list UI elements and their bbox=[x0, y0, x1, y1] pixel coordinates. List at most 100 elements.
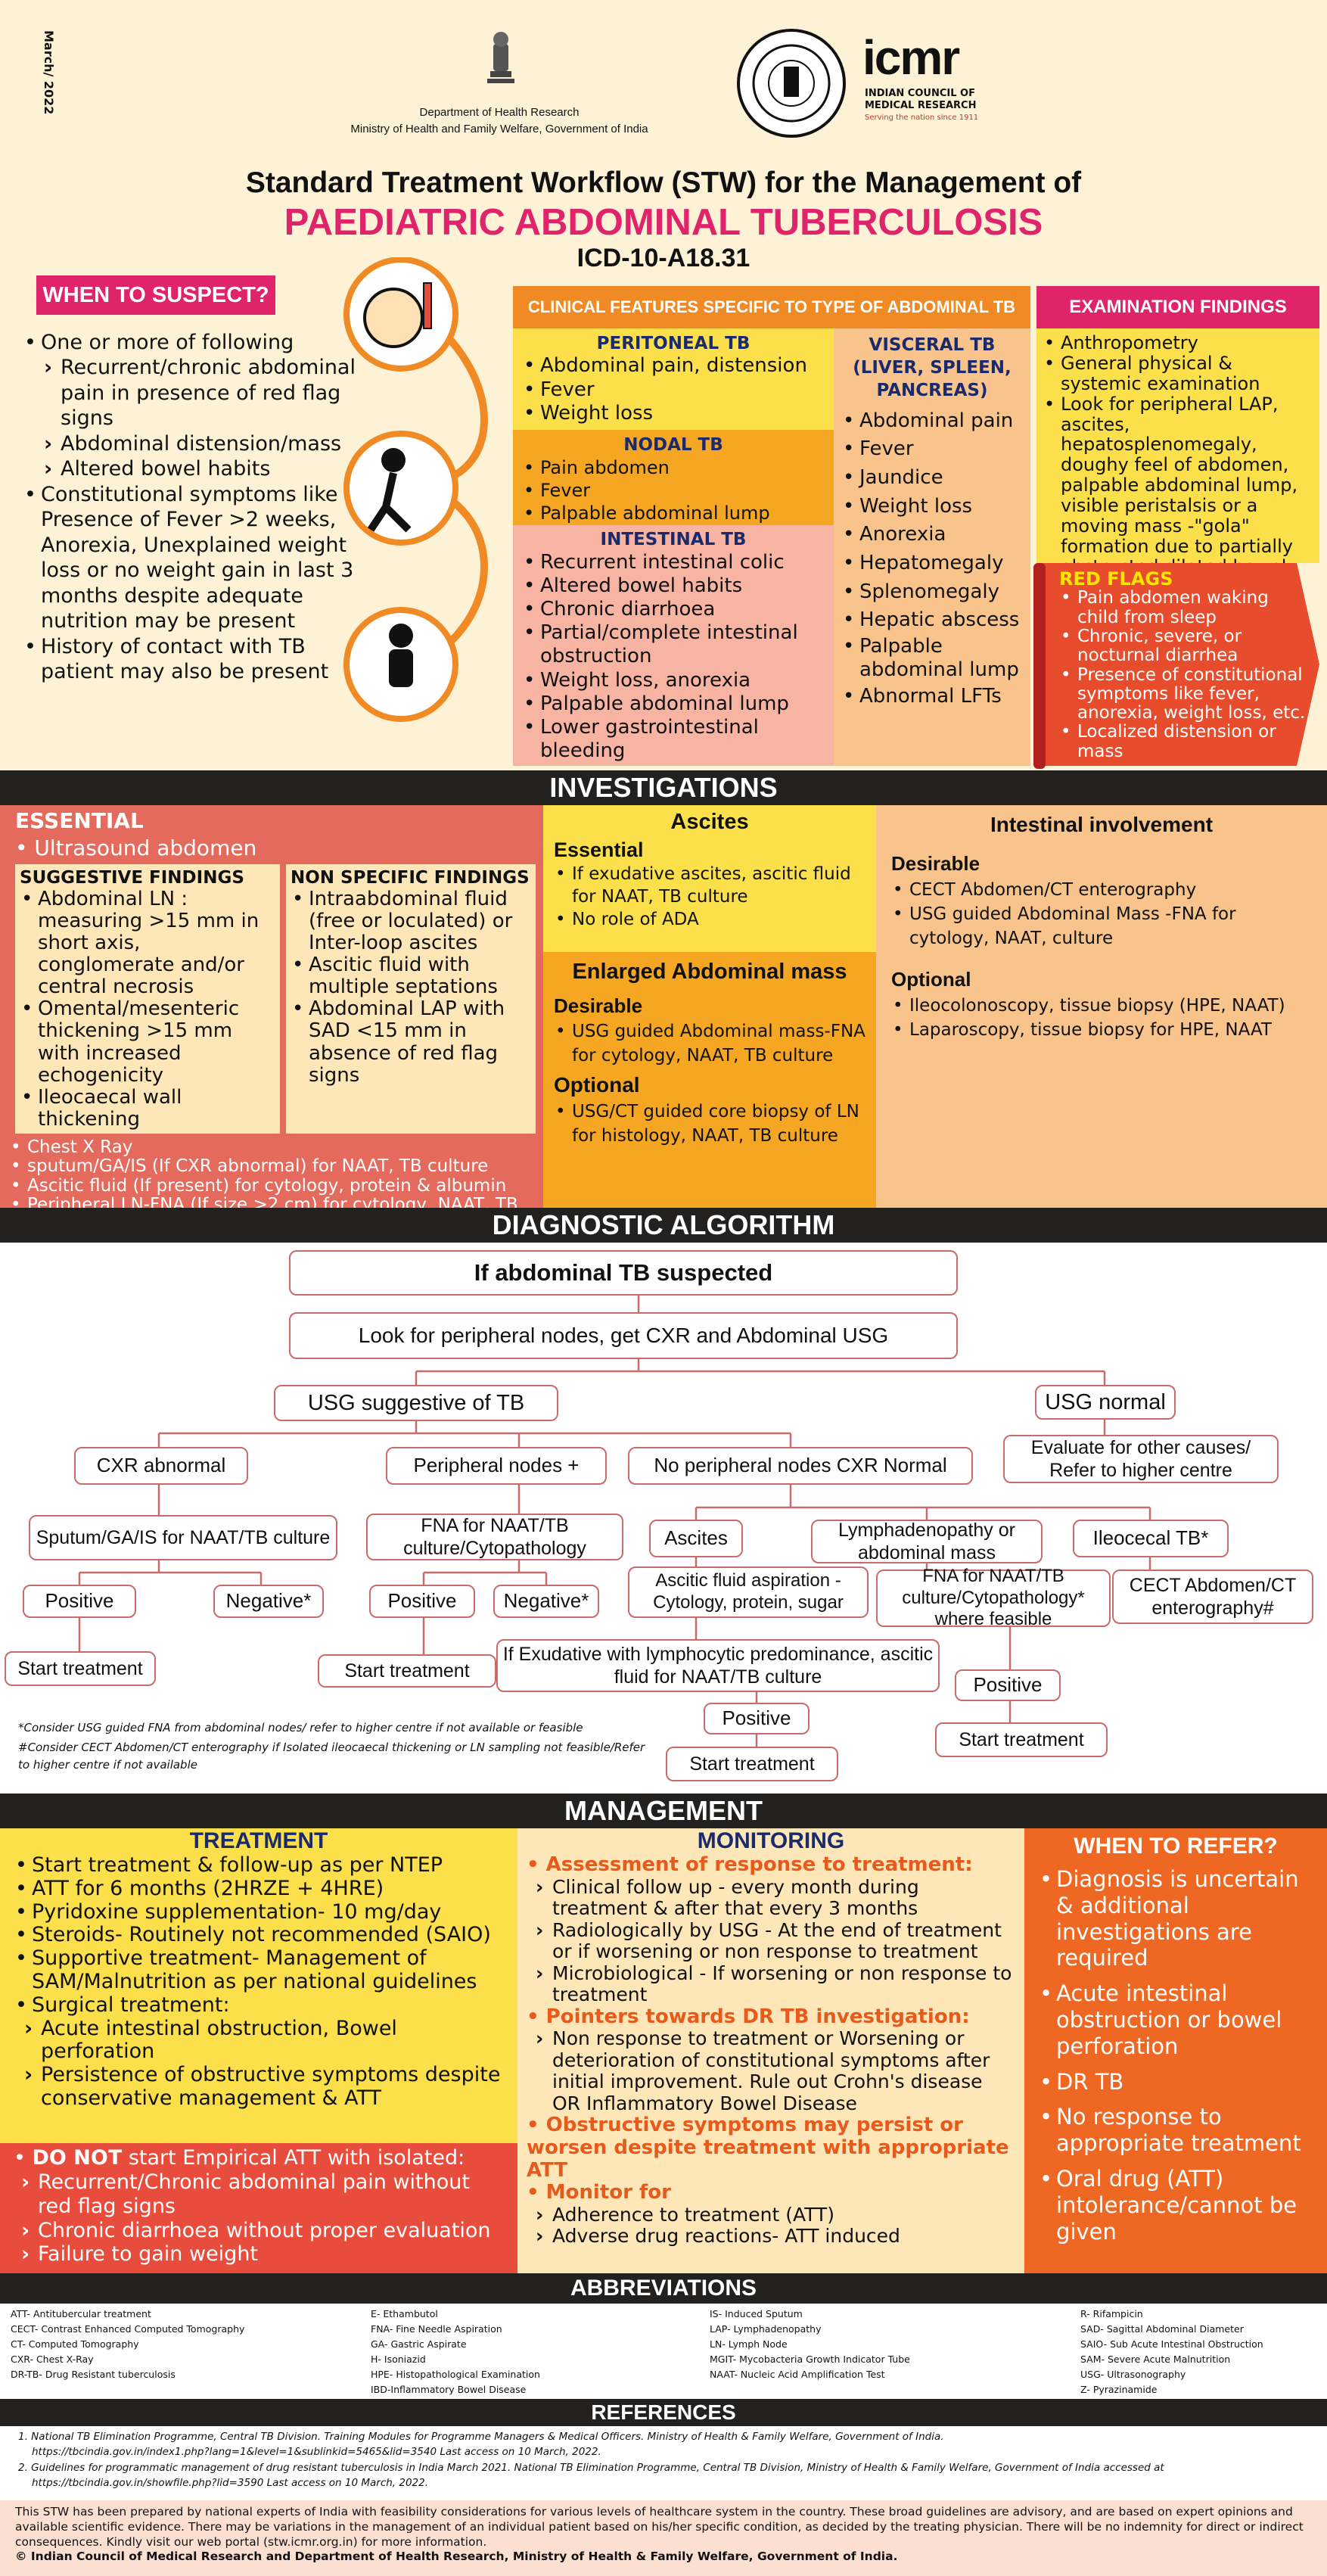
clinical-heading: CLINICAL FEATURES SPECIFIC TO TYPE OF AB… bbox=[513, 286, 1030, 328]
redflag-item: Localized distension or mass bbox=[1059, 723, 1312, 761]
treatment-item: Surgical treatment: bbox=[14, 1993, 504, 2018]
investigation-item: Chest X Ray bbox=[9, 1137, 539, 1157]
treatment-item: ATT for 6 months (2HRZE + 4HRE) bbox=[14, 1877, 504, 1901]
suspect-item: One or more of following bbox=[23, 330, 356, 356]
monitoring-h3-text: Obstructive symptoms may persist or wors… bbox=[527, 2114, 1009, 2182]
visceral-item: Anorexia bbox=[841, 521, 1023, 549]
monitoring-h2-text: Pointers towards DR TB investigation: bbox=[545, 2005, 970, 2028]
intestinal-panel: Intestinal involvement Desirable CECT Ab… bbox=[876, 805, 1327, 1208]
algo-step-positive-4: Positive bbox=[955, 1669, 1061, 1701]
algo-step-cect: CECT Abdomen/CT enterography# bbox=[1112, 1570, 1313, 1624]
abbr-col-3: IS- Induced Sputum LAP- Lymphadenopathy … bbox=[710, 2307, 910, 2382]
algo-step-evaluate: Evaluate for other causes/ Refer to high… bbox=[1003, 1435, 1279, 1483]
emblem-icon bbox=[486, 29, 516, 88]
intestinal-item: Recurrent intestinal colic bbox=[522, 551, 825, 574]
monitoring-h4: • Monitor for bbox=[527, 2181, 671, 2204]
algo-step-negative-2: Negative* bbox=[493, 1585, 599, 1618]
visceral-item: Weight loss bbox=[841, 493, 1023, 521]
donot-item: Recurrent/Chronic abdominal pain without… bbox=[18, 2170, 504, 2219]
nonspecific-item: Intraabdominal fluid (free or loculated)… bbox=[291, 888, 531, 954]
footer-disclaimer: This STW has been prepared by national e… bbox=[15, 2505, 1304, 2549]
abbr-col-4: R- Rifampicin SAD- Sagittal Abdominal Di… bbox=[1080, 2307, 1263, 2397]
treatment-item: Start treatment & follow-up as per NTEP bbox=[14, 1853, 504, 1878]
suspect-subitem: Altered bowel habits bbox=[41, 456, 356, 482]
title-line2: PAEDIATRIC ABDOMINAL TUBERCULOSIS bbox=[284, 202, 1043, 243]
reference-1-url: https://tbcindia.gov.in/index1.php?lang=… bbox=[32, 2446, 601, 2459]
mass-title: Enlarged Abdominal mass bbox=[572, 960, 847, 984]
visceral-item: Jaundice bbox=[841, 464, 1023, 493]
refer-panel: WHEN TO REFER? Diagnosis is uncertain & … bbox=[1024, 1828, 1327, 2273]
treatment-item: Steroids- Routinely not recommended (SAI… bbox=[14, 1924, 504, 1947]
suspect-item: History of contact with TB patient may a… bbox=[23, 634, 356, 685]
references-area: 1. National TB Elimination Programme, Ce… bbox=[0, 2426, 1327, 2500]
investigation-item: Ascitic fluid (If present) for cytology,… bbox=[9, 1176, 539, 1196]
abbr-col-2: E- Ethambutol FNA- Fine Needle Aspiratio… bbox=[371, 2307, 540, 2397]
nonspecific-box: NON SPECIFIC FINDINGS Intraabdominal flu… bbox=[286, 864, 536, 1134]
monitoring-item: Adverse drug reactions- ATT induced bbox=[533, 2226, 1015, 2248]
suggestive-item: Abdominal LN : measuring >15 mm in short… bbox=[20, 888, 275, 999]
intestinal-title: INTESTINAL TB bbox=[600, 530, 747, 549]
mass-item: USG/CT guided core biopsy of LN for hist… bbox=[554, 1100, 866, 1148]
surgical-item: Persistence of obstructive symptoms desp… bbox=[21, 2063, 504, 2111]
reference-1: 1. National TB Elimination Programme, Ce… bbox=[18, 2431, 944, 2443]
nodal-item: Pain abdomen bbox=[522, 456, 825, 479]
algo-footnote-1: *Consider USG guided FNA from abdominal … bbox=[18, 1721, 583, 1734]
peritoneal-item: Abdominal pain, distension bbox=[522, 354, 825, 378]
algorithm-band: DIAGNOSTIC ALGORITHM bbox=[0, 1208, 1327, 1243]
abbr-item: H- Isoniazid bbox=[371, 2354, 426, 2365]
peritoneal-item: Weight loss bbox=[522, 402, 825, 426]
suggestive-box: SUGGESTIVE FINDINGS Abdominal LN : measu… bbox=[15, 864, 280, 1134]
abbr-item: ATT- Antitubercular treatment bbox=[11, 2308, 151, 2319]
intestinal-item: Palpable abdominal lump bbox=[522, 692, 825, 716]
abbr-item: SAM- Severe Acute Malnutrition bbox=[1080, 2354, 1231, 2365]
monitoring-heading: MONITORING bbox=[697, 1828, 845, 1853]
title-line3: ICD-10-A18.31 bbox=[576, 244, 751, 272]
peritoneal-title: PERITONEAL TB bbox=[596, 334, 751, 353]
abbr-item: LAP- Lymphadenopathy bbox=[710, 2323, 822, 2335]
algo-step-start-1: Start treatment bbox=[5, 1651, 156, 1686]
usg-text: Ultrasound abdomen bbox=[34, 835, 257, 860]
algo-step-fna: FNA for NAAT/TB culture/Cytopathology bbox=[366, 1514, 623, 1560]
monitoring-panel: MONITORING • Assessment of response to t… bbox=[517, 1828, 1024, 2273]
abbr-item: USG- Ultrasonography bbox=[1080, 2369, 1186, 2380]
algo-step-suspected: If abdominal TB suspected bbox=[289, 1250, 958, 1296]
algo-step-ascitic-aspiration: Ascitic fluid aspiration - Cytology, pro… bbox=[628, 1566, 869, 1618]
mass-item: USG guided Abdominal mass-FNA for cytolo… bbox=[554, 1020, 866, 1068]
footer: This STW has been prepared by national e… bbox=[0, 2500, 1327, 2576]
suspect-heading: WHEN TO SUSPECT? bbox=[36, 275, 275, 315]
ascites-item: If exudative ascites, ascitic fluid for … bbox=[554, 863, 866, 909]
nonspecific-item: Ascitic fluid with multiple septations bbox=[291, 954, 531, 998]
intestinal-inv-item: Ileocolonoscopy, tissue biopsy (HPE, NAA… bbox=[891, 994, 1312, 1018]
algo-step-positive-1: Positive bbox=[23, 1585, 136, 1618]
donot-panel: • DO NOT start Empirical ATT with isolat… bbox=[0, 2143, 517, 2273]
algo-step-usg-tb: USG suggestive of TB bbox=[274, 1385, 558, 1421]
abbr-item: SAIO- Sub Acute Intestinal Obstruction bbox=[1080, 2338, 1263, 2350]
monitoring-h2: • Pointers towards DR TB investigation: bbox=[527, 2005, 970, 2028]
redflag-item: Presence of constitutional symptoms like… bbox=[1059, 665, 1312, 723]
treatment-item: Pyridoxine supplementation- 10 mg/day bbox=[14, 1900, 504, 1924]
nonspecific-title: NON SPECIFIC FINDINGS bbox=[291, 868, 530, 888]
intestinal-inv-item: Laparoscopy, tissue biopsy for HPE, NAAT bbox=[891, 1018, 1312, 1042]
algo-step-look: Look for peripheral nodes, get CXR and A… bbox=[289, 1312, 958, 1359]
refer-item: DR TB bbox=[1038, 2069, 1313, 2095]
exam-item: General physical & systemic examination bbox=[1043, 353, 1313, 394]
redflags-box: RED FLAGS Pain abdomen waking child from… bbox=[1036, 563, 1319, 766]
visceral-title: VISCERAL TB (LIVER, SPLEEN, PANCREAS) bbox=[853, 335, 1012, 400]
abbr-item: Z- Pyrazinamide bbox=[1080, 2384, 1158, 2395]
donot-item: Failure to gain weight bbox=[18, 2242, 504, 2266]
algo-step-no-peripheral: No peripheral nodes CXR Normal bbox=[628, 1447, 973, 1485]
peritoneal-item: Fever bbox=[522, 378, 825, 403]
management-band: MANAGEMENT bbox=[0, 1794, 1327, 1828]
intestinal-sub2: Optional bbox=[891, 968, 971, 991]
intestinal-item: Lower gastrointestinal bleeding bbox=[522, 716, 825, 763]
visceral-item: Palpable abdominal lump bbox=[841, 635, 1023, 682]
abbr-item: CT- Computed Tomography bbox=[11, 2338, 139, 2350]
algo-step-positive-3: Positive bbox=[704, 1703, 810, 1734]
icmr-name1: INDIAN COUNCIL OF bbox=[865, 88, 975, 99]
donot-item: Chronic diarrhoea without proper evaluat… bbox=[18, 2219, 504, 2243]
nodal-item: Fever bbox=[522, 479, 825, 502]
other-investigations: Chest X Ray sputum/GA/IS (If CXR abnorma… bbox=[9, 1137, 539, 1234]
surgical-item: Acute intestinal obstruction, Bowel perf… bbox=[21, 2017, 504, 2064]
intestinal-item: Chronic diarrhoea bbox=[522, 598, 825, 621]
algo-step-start-3: Start treatment bbox=[666, 1747, 838, 1781]
